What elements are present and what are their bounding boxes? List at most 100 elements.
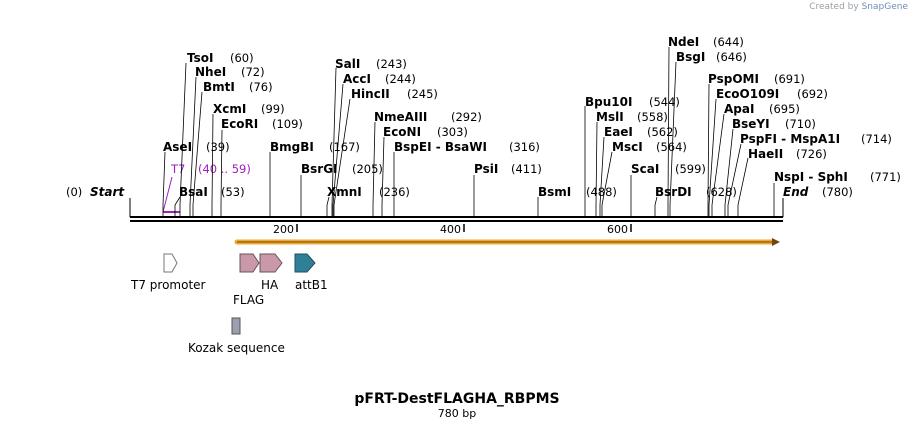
site-label-nhei[interactable]: NheI xyxy=(195,65,226,79)
site-label-bmgbi[interactable]: BmgBI xyxy=(270,140,314,154)
feature-label-t7-promoter: T7 promoter xyxy=(130,278,206,292)
site-pos-asei: (39) xyxy=(206,140,230,154)
site-label-pspfi-mspa1i[interactable]: PspFI - MspA1I xyxy=(740,132,840,146)
site-line-apai xyxy=(711,113,725,216)
site-label-msli[interactable]: MslI xyxy=(596,110,624,124)
site-pos-bmti: (76) xyxy=(249,80,273,94)
site-pos-apai: (695) xyxy=(769,102,800,116)
site-label-nspi-sphi[interactable]: NspI - SphI xyxy=(774,170,848,184)
site-label-bsgi[interactable]: BsgI xyxy=(676,50,705,64)
site-label-asei[interactable]: AseI xyxy=(163,140,192,154)
site-line-hincii xyxy=(333,98,351,216)
site-label-ecori[interactable]: EcoRI xyxy=(221,117,258,131)
site-line-ecoo109i xyxy=(708,98,717,216)
site-marker-lines xyxy=(162,46,775,216)
site-line-nhei xyxy=(189,76,197,216)
site-pos-bsrgi: (205) xyxy=(352,162,383,176)
site-label-bseyi[interactable]: BseYI xyxy=(732,117,770,131)
site-pos-ndei: (644) xyxy=(713,35,744,49)
site-pos-psii: (411) xyxy=(511,162,542,176)
site-line-msli xyxy=(595,121,598,216)
snapgene-logo: SnapGene xyxy=(861,2,908,12)
site-pos-nmeaiii: (292) xyxy=(451,110,482,124)
site-pos-msci: (564) xyxy=(656,140,687,154)
site-label-bsai[interactable]: BsaI xyxy=(179,185,208,199)
start-position: (0) xyxy=(66,185,82,199)
site-pos-pspomi: (691) xyxy=(774,72,805,86)
site-label-xmni[interactable]: XmnI xyxy=(327,185,362,199)
site-line-nmeaiii xyxy=(372,121,376,216)
site-label-scai[interactable]: ScaI xyxy=(631,162,659,176)
site-line-econi xyxy=(381,136,385,216)
site-pos-bsgi: (646) xyxy=(716,50,747,64)
site-label-econi[interactable]: EcoNI xyxy=(383,125,421,139)
site-label-eaei[interactable]: EaeI xyxy=(604,125,633,139)
end-position: (780) xyxy=(822,185,853,199)
feature-label-flag: FLAG xyxy=(233,293,264,307)
snapgene-credit: Created by SnapGene xyxy=(809,2,908,12)
end-label: End xyxy=(783,185,809,199)
site-pos-nspi-sphi: (771) xyxy=(870,170,901,184)
site-line-msci xyxy=(601,151,613,216)
site-label-ndei[interactable]: NdeI xyxy=(668,35,699,49)
site-label-bmti[interactable]: BmtI xyxy=(203,80,235,94)
site-pos-bmgbi: (167) xyxy=(329,140,360,154)
site-line-tsoi xyxy=(179,62,187,216)
primer-t7-label[interactable]: T7 xyxy=(170,162,185,176)
site-label-xcmi[interactable]: XcmI xyxy=(213,102,246,116)
site-line-bsrdi xyxy=(654,196,658,216)
feature-attb1-arrow[interactable] xyxy=(294,253,316,273)
feature-ha-arrow[interactable] xyxy=(259,253,283,273)
site-line-eaei xyxy=(599,136,605,216)
site-label-haeii[interactable]: HaeII xyxy=(748,147,783,161)
feature-kozak-box[interactable] xyxy=(231,317,241,335)
site-pos-msli: (558) xyxy=(637,110,668,124)
site-label-bspei-bsawi[interactable]: BspEI - BsaWI xyxy=(394,140,487,154)
start-label: Start xyxy=(90,185,125,199)
site-label-hincii[interactable]: HincII xyxy=(351,87,390,101)
site-pos-pspfi-mspa1i: (714) xyxy=(861,132,892,146)
site-label-bsrdi[interactable]: BsrDI xyxy=(655,185,692,199)
site-line-bsai xyxy=(174,196,181,216)
feature-t7-promoter-arrow[interactable] xyxy=(163,253,178,273)
site-label-apai[interactable]: ApaI xyxy=(724,102,754,116)
feature-label-kozak: Kozak sequence xyxy=(188,341,285,355)
site-pos-econi: (303) xyxy=(437,125,468,139)
site-label-tsoi[interactable]: TsoI xyxy=(187,51,213,65)
site-label-sali[interactable]: SalI xyxy=(335,57,360,71)
site-pos-scai: (599) xyxy=(675,162,706,176)
site-line-bmti xyxy=(192,91,203,216)
site-labels: TsoI (60) NheI (72) BmtI (76) XcmI (99) … xyxy=(163,35,901,199)
site-pos-bsmi: (488) xyxy=(586,185,617,199)
site-line-bseyi xyxy=(724,128,734,216)
site-label-nmeaiii[interactable]: NmeAIII xyxy=(374,110,427,124)
site-label-msci[interactable]: MscI xyxy=(612,140,643,154)
site-line-pspfi xyxy=(727,143,742,216)
site-pos-tsoi: (60) xyxy=(230,51,254,65)
site-line-sali xyxy=(331,67,337,216)
orf-arrowhead[interactable] xyxy=(772,238,780,246)
site-pos-eaei: (562) xyxy=(647,125,678,139)
site-label-pspomi[interactable]: PspOMI xyxy=(708,72,759,86)
site-line-ndei xyxy=(667,46,670,216)
site-label-bpu10i[interactable]: Bpu10I xyxy=(585,95,632,109)
site-line-haeii xyxy=(737,157,749,216)
feature-label-attb1: attB1 xyxy=(295,278,328,292)
site-line-bsgi xyxy=(669,61,677,216)
site-label-acci[interactable]: AccI xyxy=(343,72,371,86)
site-pos-xcmi: (99) xyxy=(261,102,285,116)
feature-flag-arrow[interactable] xyxy=(239,253,260,273)
ruler-label-400: 400 xyxy=(440,223,461,236)
site-label-bsrgi[interactable]: BsrGI xyxy=(301,162,338,176)
site-line-ecori xyxy=(220,129,223,216)
site-line-acci xyxy=(332,83,344,216)
primer-t7-range: (40 .. 59) xyxy=(198,162,251,176)
ruler-label-600: 600 xyxy=(607,223,628,236)
sequence-title: pFRT-DestFLAGHA_RBPMS xyxy=(354,391,559,407)
site-pos-ecori: (109) xyxy=(272,117,303,131)
credit-prefix: Created by xyxy=(809,2,859,12)
site-pos-bsai: (53) xyxy=(221,185,245,199)
site-label-ecoo109i[interactable]: EcoO109I xyxy=(716,87,779,101)
site-label-psii[interactable]: PsiI xyxy=(474,162,498,176)
site-label-bsmi[interactable]: BsmI xyxy=(538,185,571,199)
